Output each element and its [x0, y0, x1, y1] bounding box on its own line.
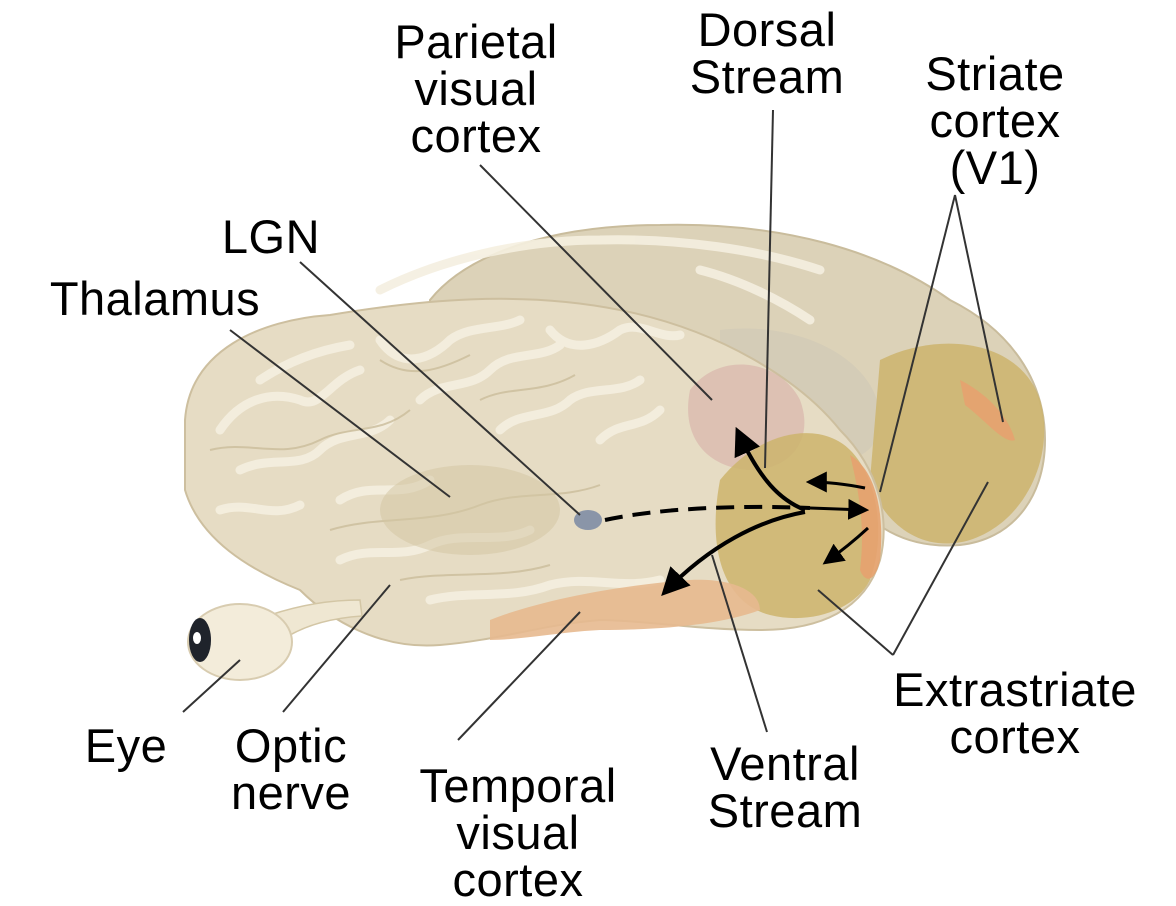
- label-striate-line2: cortex: [895, 97, 1095, 144]
- label-striate-cortex: Striate cortex (V1): [895, 50, 1095, 191]
- label-extrastriate-line2: cortex: [856, 713, 1174, 760]
- label-optic-line1: Optic: [206, 722, 376, 769]
- label-ventral-line2: Stream: [680, 787, 890, 834]
- label-parietal-visual-cortex: Parietal visual cortex: [366, 18, 586, 159]
- label-thalamus: Thalamus: [10, 275, 300, 322]
- label-temporal-visual-cortex: Temporal visual cortex: [378, 762, 658, 903]
- label-striate-line3: (V1): [895, 144, 1095, 191]
- label-parietal-line2: visual: [366, 65, 586, 112]
- to-v1-arrow: [810, 508, 865, 510]
- label-dorsal-stream: Dorsal Stream: [662, 6, 872, 100]
- label-striate-line1: Striate: [895, 50, 1095, 97]
- label-lgn-line1: LGN: [196, 213, 346, 260]
- label-optic-nerve: Optic nerve: [206, 722, 376, 816]
- label-parietal-line3: cortex: [366, 112, 586, 159]
- label-temporal-line2: visual: [378, 809, 658, 856]
- label-dorsal-line1: Dorsal: [662, 6, 872, 53]
- label-dorsal-line2: Stream: [662, 53, 872, 100]
- label-optic-line2: nerve: [206, 769, 376, 816]
- label-temporal-line3: cortex: [378, 856, 658, 903]
- thalamus-region: [380, 465, 560, 555]
- label-eye-line1: Eye: [66, 722, 186, 769]
- label-thalamus-line1: Thalamus: [10, 275, 300, 322]
- label-temporal-line1: Temporal: [378, 762, 658, 809]
- label-extrastriate-cortex: Extrastriate cortex: [856, 666, 1174, 760]
- label-eye: Eye: [66, 722, 186, 769]
- label-parietal-line1: Parietal: [366, 18, 586, 65]
- label-extrastriate-line1: Extrastriate: [856, 666, 1174, 713]
- eye-pupil: [193, 632, 201, 644]
- label-lgn: LGN: [196, 213, 346, 260]
